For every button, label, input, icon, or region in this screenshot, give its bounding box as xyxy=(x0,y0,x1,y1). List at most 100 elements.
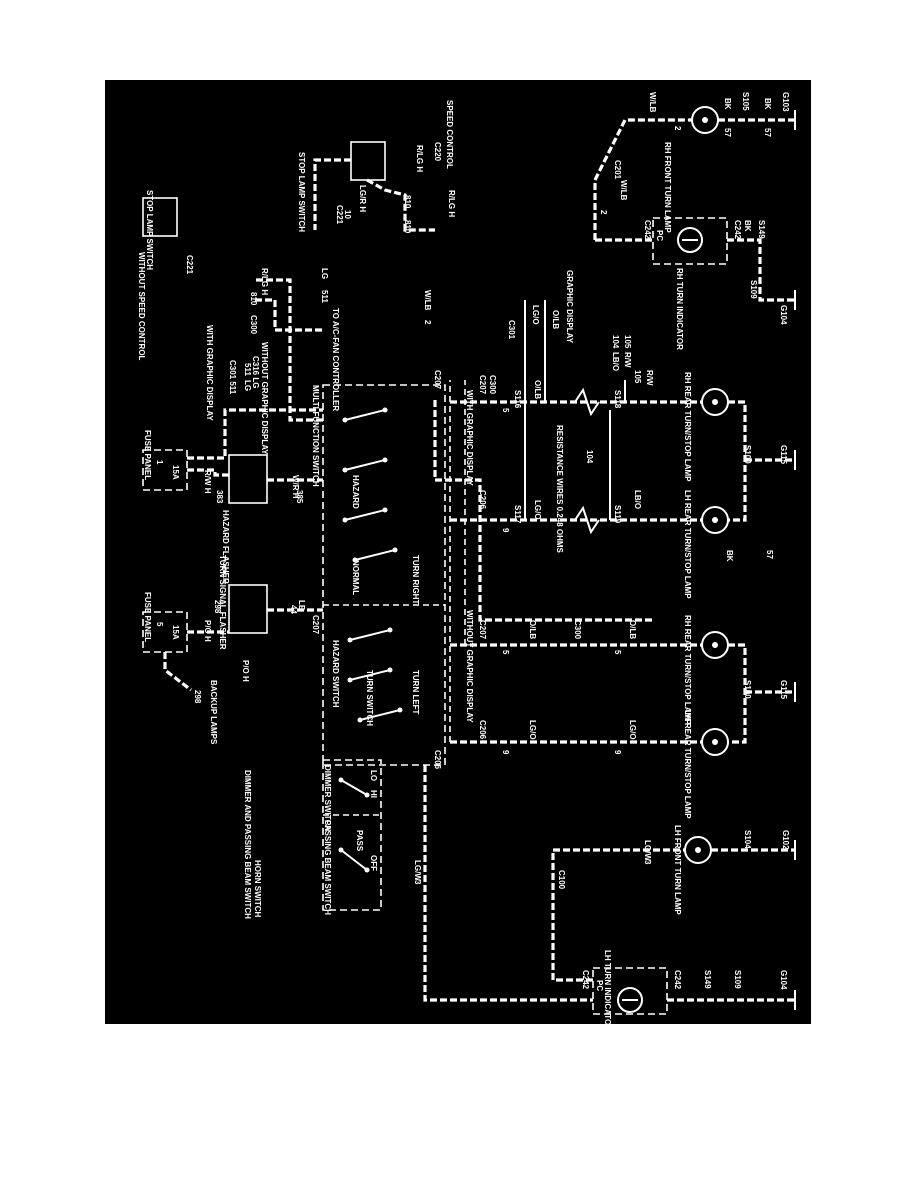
c206-a-label: C206 xyxy=(478,720,487,740)
rh-rear-lamp-b-label: RH REAR TURN/STOP LAMP xyxy=(683,372,692,482)
wire-2-c-label: 2 xyxy=(673,126,682,131)
wire-wlb-c-label: W/LB xyxy=(648,92,657,113)
wire-rw-h-label: R/W H xyxy=(203,470,212,494)
wire-wlb-c201 xyxy=(593,118,705,240)
svg-text:C207: C207 xyxy=(478,375,487,395)
wire-3-b-label: 3 xyxy=(643,860,652,865)
bk-rf-a-label: BK xyxy=(723,98,732,110)
wire-104-r-label: 104 xyxy=(611,335,620,349)
svg-text:FUSE PANEL: FUSE PANEL xyxy=(143,592,152,642)
svg-text:LH REAR TURN/STOP LAMP: LH REAR TURN/STOP LAMP xyxy=(683,490,692,599)
svg-text:RH TURN INDICATOR: RH TURN INDICATOR xyxy=(675,268,684,350)
c301-right-label: C301 xyxy=(507,320,516,340)
svg-text:LB/O: LB/O xyxy=(611,352,620,371)
svg-text:WITHOUT GRAPHIC DISPLAY: WITHOUT GRAPHIC DISPLAY xyxy=(260,342,269,455)
wire-810-a-label: 810 xyxy=(403,195,412,209)
wire-810-b-label: 810 xyxy=(403,220,412,234)
s117-label: S117 xyxy=(513,505,522,524)
wire-44-label: 44 xyxy=(289,605,298,614)
svg-text:C242: C242 xyxy=(581,970,590,990)
svg-text:S118: S118 xyxy=(613,390,622,409)
wire-5-c-label: 5 xyxy=(501,408,510,413)
ground-rh-indicator xyxy=(727,238,796,310)
stop-lamp-switch-b-box xyxy=(350,141,386,181)
wire-104-b-label: 104 xyxy=(585,450,594,464)
svg-text:RH REAR TURN/STOP LAMP: RH REAR TURN/STOP LAMP xyxy=(683,372,692,482)
svg-text:S100: S100 xyxy=(743,680,752,699)
svg-text:298: 298 xyxy=(193,690,202,704)
wire-rlgh-c-label: R/LG H xyxy=(260,268,269,295)
wire-5-a-label: 5 xyxy=(501,650,510,655)
svg-text:44: 44 xyxy=(289,605,298,614)
svg-text:385: 385 xyxy=(295,490,304,504)
svg-text:W/LB: W/LB xyxy=(648,92,657,113)
svg-text:C301: C301 xyxy=(507,320,516,340)
pc-rh-label: PC xyxy=(655,230,664,241)
c242-lh-b-label: C242 xyxy=(673,970,682,990)
svg-text:S109: S109 xyxy=(749,280,758,299)
svg-text:OFF: OFF xyxy=(369,855,378,871)
ground-rear-b xyxy=(728,400,796,522)
wire-wlb-2-top xyxy=(433,400,653,622)
c207-top-label: C207 xyxy=(433,370,442,390)
s149-lh-label: S149 xyxy=(703,970,712,989)
with-graphic-display-top-label: WITH GRAPHIC DISPLAY xyxy=(205,325,214,421)
lamp-rh-rear-a xyxy=(701,631,729,659)
svg-text:O/LB: O/LB xyxy=(528,620,537,639)
wire-10-a-label: 10 xyxy=(343,210,352,219)
svg-text:C206: C206 xyxy=(433,750,442,770)
wire-511-b-label: 511 xyxy=(320,290,329,303)
pass-label: PASS xyxy=(355,830,364,852)
multifunction-switch-box xyxy=(322,384,446,766)
hazard-label: HAZARD xyxy=(351,475,360,509)
turn-signal-flasher-box xyxy=(228,584,268,634)
c301-511-label: C301 511 xyxy=(228,360,237,395)
svg-text:3: 3 xyxy=(643,860,652,865)
stop-lamp-switch-a-label: STOP LAMP SWITCH xyxy=(145,190,154,270)
svg-text:C201: C201 xyxy=(613,160,622,180)
wire-298-b-label: 298 xyxy=(193,690,202,704)
stop-lamp-switch-b-label: STOP LAMP SWITCH xyxy=(297,152,306,232)
svg-text:W/LB: W/LB xyxy=(423,290,432,311)
wire-lg-rh-label: LG/R H xyxy=(358,185,367,212)
wire-lgo-c-label: LG/O xyxy=(533,500,542,520)
s109-lh-label: S109 xyxy=(733,970,742,989)
svg-text:C207: C207 xyxy=(311,615,320,635)
svg-text:FUSE PANEL: FUSE PANEL xyxy=(143,430,152,480)
svg-text:S149: S149 xyxy=(703,970,712,989)
turn-left-label: TURN LEFT xyxy=(411,670,420,715)
wire-810-rlgh xyxy=(255,298,323,332)
svg-text:2: 2 xyxy=(423,320,432,325)
s119-label: S119 xyxy=(613,505,622,524)
svg-text:C221: C221 xyxy=(185,255,194,275)
svg-text:BK: BK xyxy=(763,98,772,110)
svg-text:LO: LO xyxy=(369,770,378,781)
wire-wr-h-label: W/R H xyxy=(291,475,300,499)
svg-text:HI: HI xyxy=(369,790,378,798)
c242-rh-b-label: C242 xyxy=(733,220,742,240)
svg-text:O/LB: O/LB xyxy=(551,310,560,329)
wire-105-r-label: 105 xyxy=(623,335,632,349)
c206-b-label: C206 xyxy=(478,490,487,510)
to-ac-fan-label: TO A/C-FAN CONTROLLER xyxy=(331,308,340,411)
lh-rear-lamp-b-label: LH REAR TURN/STOP LAMP xyxy=(683,490,692,599)
svg-text:R/W: R/W xyxy=(623,352,632,368)
wire-rw-383 xyxy=(187,468,229,477)
svg-text:C242: C242 xyxy=(733,220,742,240)
bk-rh-a-label: BK xyxy=(743,220,752,232)
svg-text:LG/O: LG/O xyxy=(528,720,537,740)
wire-olb-r-label: O/LB xyxy=(551,310,560,329)
svg-text:STOP LAMP SWITCH: STOP LAMP SWITCH xyxy=(297,152,306,232)
wire-wlb-b-label: W/LB xyxy=(619,180,628,201)
svg-text:C100: C100 xyxy=(557,870,566,890)
svg-text:R/W: R/W xyxy=(645,370,654,386)
wire-wlb-a-label: W/LB xyxy=(423,290,432,311)
svg-text:R/LG H: R/LG H xyxy=(415,145,424,172)
lamp-lh-indicator xyxy=(617,987,643,1013)
wire-3-a-label: 3 xyxy=(413,880,422,885)
svg-text:C220: C220 xyxy=(433,142,442,162)
without-graphic-display-top-label: WITHOUT GRAPHIC DISPLAY xyxy=(260,342,269,455)
wire-2-b-label: 2 xyxy=(599,210,608,215)
svg-text:104: 104 xyxy=(611,335,620,349)
with-graphic-display-mid-label: WITH GRAPHIC DISPLAY xyxy=(465,390,474,486)
